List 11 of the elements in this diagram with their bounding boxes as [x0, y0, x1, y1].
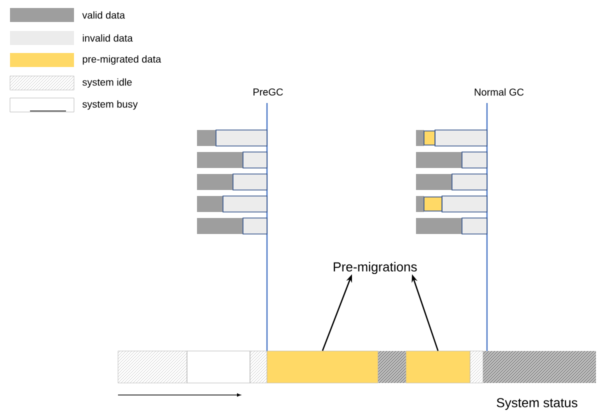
axis-label: System status — [496, 398, 578, 410]
axis-label: Normal GC — [474, 88, 524, 96]
legend-text: invalid data — [82, 34, 133, 42]
legend-text: system idle — [82, 78, 132, 88]
legend-text: valid data — [82, 11, 125, 19]
pre-migration-segment — [406, 350, 470, 384]
legend-text: pre-migrated data — [82, 55, 162, 65]
pre-migration-segment — [266, 350, 378, 384]
annotation-text: Pre-migrations — [334, 262, 417, 274]
legend-text: system busy — [82, 100, 138, 110]
axis-label: PreGC — [254, 88, 283, 96]
